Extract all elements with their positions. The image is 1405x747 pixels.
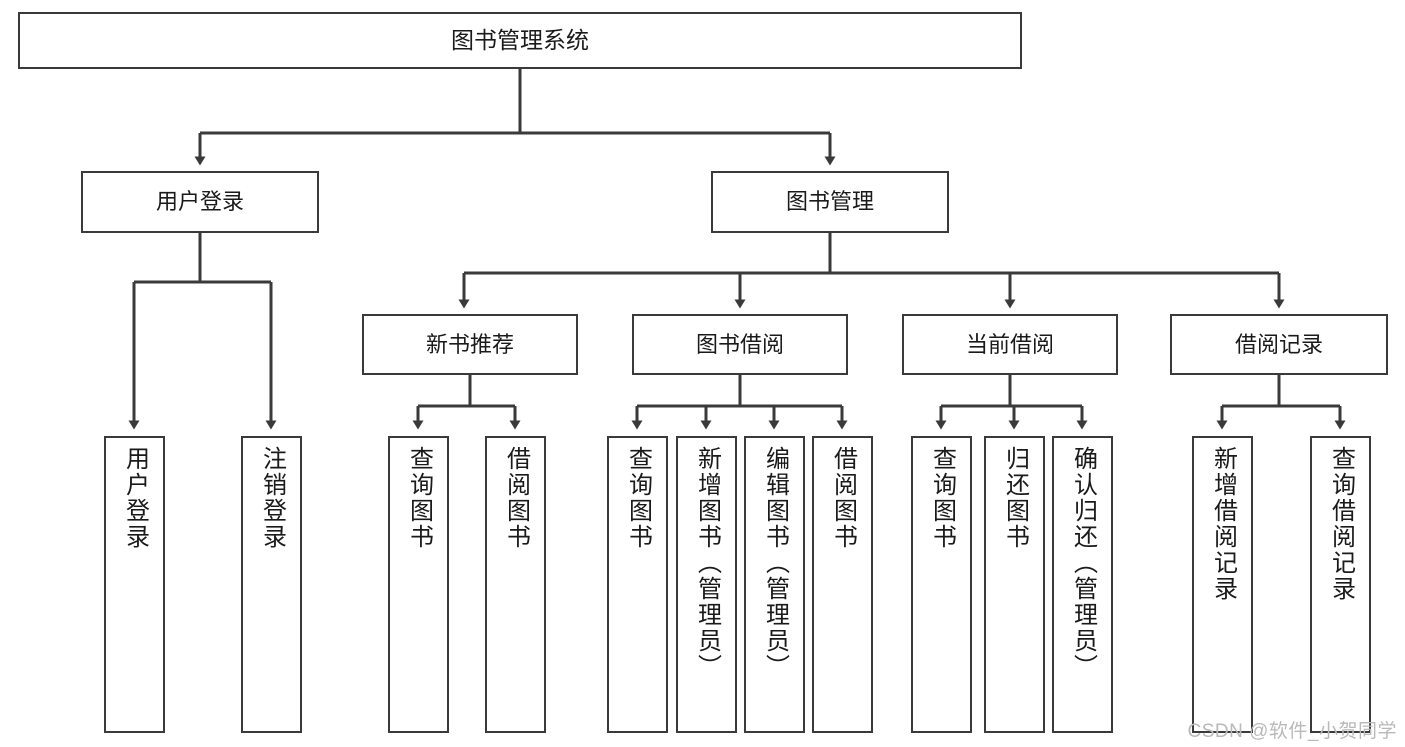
node-user-login-label: 用户登录 xyxy=(155,189,244,215)
node-current-borrow[interactable]: 当前借阅 xyxy=(902,314,1118,375)
node-leaf-add-borrow-record[interactable]: 新增借阅记录 xyxy=(1192,436,1253,733)
node-root[interactable]: 图书管理系统 xyxy=(18,12,1022,69)
node-leaf-query-borrow-record-label: 查询借阅记录 xyxy=(1327,446,1355,602)
node-leaf-user-login-label: 用户登录 xyxy=(121,446,149,550)
node-root-label: 图书管理系统 xyxy=(451,26,589,53)
node-leaf-user-logout[interactable]: 注销登录 xyxy=(241,436,302,733)
node-leaf-borrow-book-2[interactable]: 借阅图书 xyxy=(812,436,873,733)
node-current-borrow-label: 当前借阅 xyxy=(965,331,1054,357)
node-leaf-query-borrow-record[interactable]: 查询借阅记录 xyxy=(1310,436,1371,733)
node-leaf-query-book-1[interactable]: 查询图书 xyxy=(388,436,449,733)
node-leaf-query-book-3[interactable]: 查询图书 xyxy=(911,436,972,733)
node-borrow-record-label: 借阅记录 xyxy=(1234,331,1323,357)
node-leaf-query-book-3-label: 查询图书 xyxy=(928,446,956,550)
node-new-book-recommend-label: 新书推荐 xyxy=(425,331,514,357)
node-leaf-borrow-book-1[interactable]: 借阅图书 xyxy=(485,436,546,733)
node-leaf-borrow-book-2-label: 借阅图书 xyxy=(829,446,857,550)
csdn-watermark: CSDN @软件_小贺同学 xyxy=(1187,721,1397,742)
node-book-borrow-label: 图书借阅 xyxy=(695,331,784,357)
node-leaf-confirm-return-admin[interactable]: 确认归还（管理员） xyxy=(1052,436,1113,733)
node-leaf-query-book-1-label: 查询图书 xyxy=(405,446,433,550)
node-leaf-query-book-2-label: 查询图书 xyxy=(624,446,652,550)
node-borrow-record[interactable]: 借阅记录 xyxy=(1170,314,1388,375)
node-leaf-return-book-label: 归还图书 xyxy=(1001,446,1029,550)
node-book-management-label: 图书管理 xyxy=(785,189,874,215)
node-leaf-borrow-book-1-label: 借阅图书 xyxy=(502,446,530,550)
node-leaf-add-borrow-record-label: 新增借阅记录 xyxy=(1209,446,1237,602)
node-book-management[interactable]: 图书管理 xyxy=(711,171,949,233)
node-book-borrow[interactable]: 图书借阅 xyxy=(632,314,848,375)
node-leaf-edit-book-admin-label: 编辑图书（管理员） xyxy=(761,446,789,680)
node-leaf-user-login[interactable]: 用户登录 xyxy=(104,436,165,733)
node-leaf-add-book-admin[interactable]: 新增图书（管理员） xyxy=(676,436,737,733)
node-leaf-user-logout-label: 注销登录 xyxy=(258,446,286,550)
node-leaf-query-book-2[interactable]: 查询图书 xyxy=(607,436,668,733)
node-leaf-confirm-return-admin-label: 确认归还（管理员） xyxy=(1069,446,1097,680)
node-user-login[interactable]: 用户登录 xyxy=(81,171,319,233)
node-leaf-edit-book-admin[interactable]: 编辑图书（管理员） xyxy=(744,436,805,733)
node-leaf-return-book[interactable]: 归还图书 xyxy=(984,436,1045,733)
node-new-book-recommend[interactable]: 新书推荐 xyxy=(362,314,578,375)
node-leaf-add-book-admin-label: 新增图书（管理员） xyxy=(693,446,721,680)
